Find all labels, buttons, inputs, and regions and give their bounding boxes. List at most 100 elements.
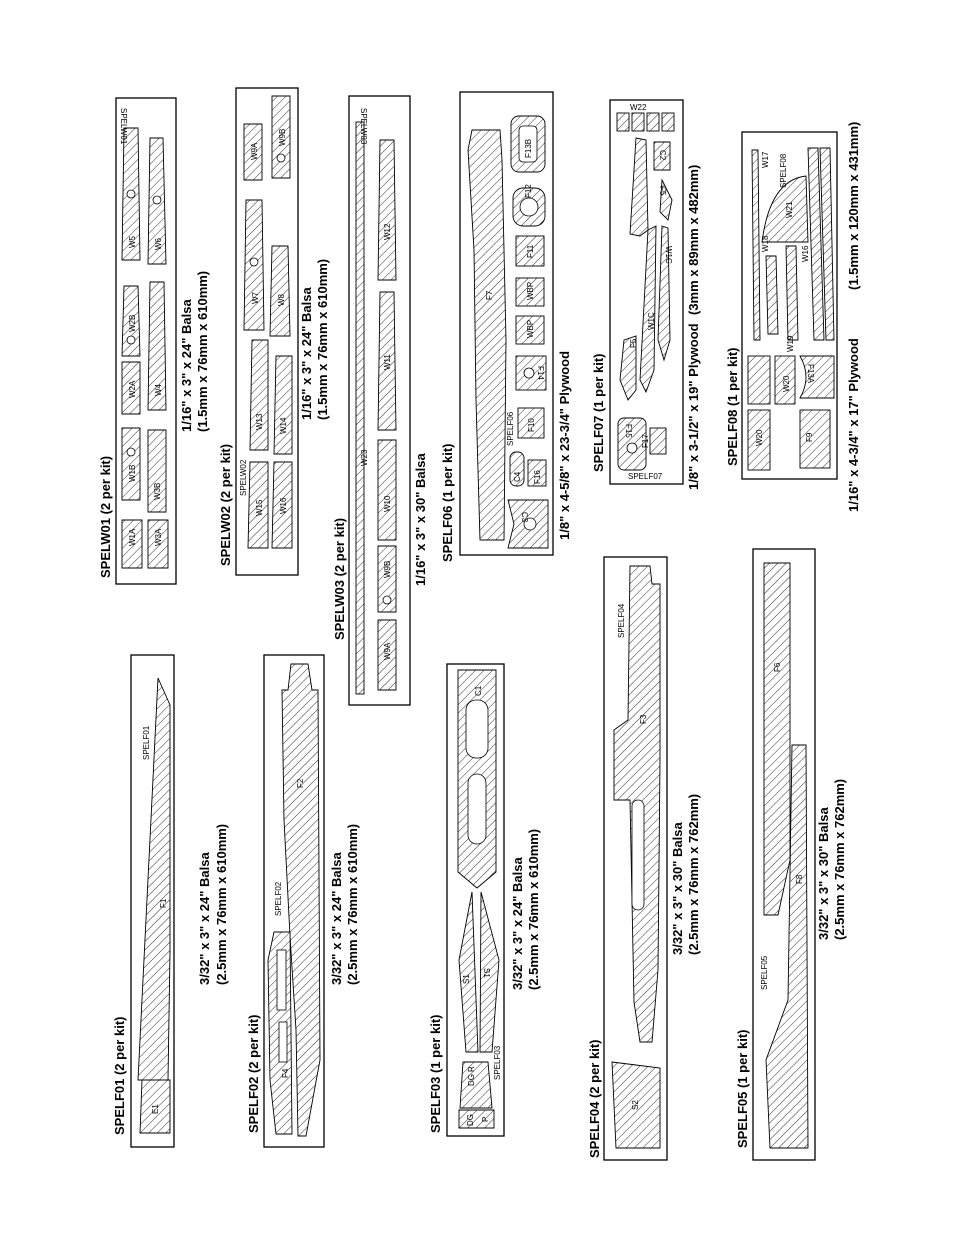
part-label-f5-bottom: F5: [629, 338, 638, 348]
part-label-f13a: F13A: [806, 364, 815, 384]
sheet-spelf03-stamp: SPELF03: [493, 1045, 502, 1080]
part-label-w1a: W1A: [128, 528, 137, 546]
part-label-s1-b: S1: [482, 968, 491, 978]
part-label-w9b: W9B: [383, 561, 392, 578]
part-label-w15: W15: [255, 499, 264, 516]
part-label-w6: W6: [154, 237, 163, 250]
part-e1: [139, 1079, 171, 1134]
part-f10: [517, 407, 545, 439]
part-f4-slot-lower: [278, 1021, 288, 1063]
part-label-w11: W11: [383, 354, 392, 370]
sheet-spelw02-metric: (1.5mm x 76mm x 610mm): [315, 259, 330, 420]
part-label-dg-2: DG: [466, 1114, 475, 1126]
part-w12: [377, 139, 397, 281]
part-label-s2: S2: [631, 1100, 640, 1110]
part-w7-hole: [249, 257, 259, 267]
part-c3-hole: [523, 517, 537, 531]
part-f5-tip: [659, 178, 673, 221]
part-f5-top: [629, 137, 649, 237]
part-label-dg-1: DG: [467, 1074, 476, 1086]
part-label-w1c-2: W1C: [647, 312, 656, 330]
part-label-f5-top: F5: [658, 186, 667, 196]
sheet-spelf05-spec: 3/32" x 3" x 30" Balsa: [816, 807, 831, 940]
part-w9b: [271, 95, 291, 179]
sheet-spelw01-stamp: SPELW01: [119, 108, 128, 145]
part-label-w1b: W1B: [128, 465, 137, 482]
part-f14-hole: [523, 367, 535, 379]
part-w8: [269, 245, 291, 337]
sheet-spelf08: SPELF08 (1 per kit) 1/16" x 4-3/4" x 17"…: [725, 122, 861, 512]
part-dg-p: [458, 1109, 495, 1129]
part-w3a: [147, 519, 169, 569]
part-label-f8: F8: [795, 874, 804, 884]
sheet-spelf05-label: SPELF05 (1 per kit): [735, 1030, 750, 1148]
sheet-spelf03-spec: 3/32" x 3" x 24" Balsa: [510, 857, 525, 990]
sheet-spelf03-metric: (2.5mm x 76mm x 610mm): [526, 829, 541, 990]
part-w14: [273, 355, 293, 455]
part-label-w19: W19: [786, 335, 795, 352]
sheet-spelf04-spec: 3/32" x 3" x 30" Balsa: [670, 822, 685, 955]
part-w6-hole: [152, 195, 162, 205]
sheet-spelf01-spec: 3/32" x 3" x 24" Balsa: [197, 852, 212, 985]
sheet-spelf05: SPELF05 (1 per kit) 3/32" x 3" x 30" Bal…: [735, 548, 847, 1161]
sheet-spelf01: SPELF01 (2 per kit) 3/32" x 3" x 24" Bal…: [112, 654, 229, 1148]
part-label-p: P: [481, 1117, 490, 1122]
sheet-spelf06-spec: 1/8" x 4-5/8" x 23-3/4" Plywood: [557, 351, 572, 540]
part-label-w1c-1: W1C: [664, 246, 673, 264]
part-label-w16: W16: [279, 497, 288, 514]
sheet-spelf06-label: SPELF06 (1 per kit): [440, 444, 455, 562]
part-label-w20-1: W20: [782, 375, 791, 392]
sheet-spelf05-stamp: SPELF05: [760, 955, 769, 990]
sheet-spelw03-spec: 1/16" x 3" x 30" Balsa: [413, 453, 428, 586]
part-s1-a: [458, 891, 479, 1053]
part-label-w22: W22: [630, 103, 647, 112]
part-w1b-hole: [126, 447, 136, 457]
part-f15-hole: [626, 442, 638, 454]
sheet-spelw02-spec: 1/16" x 3" x 24" Balsa: [299, 287, 314, 420]
sheet-spelf08-label: SPELF08 (1 per kit): [725, 348, 740, 466]
part-label-w10: W10: [383, 495, 392, 512]
part-label-f7: F7: [485, 290, 494, 300]
part-label-f1: F1: [159, 898, 168, 908]
part-label-wbp-2: WBP: [526, 320, 535, 338]
part-f17: [649, 427, 667, 455]
sheet-spelf04: SPELF04 (2 per kit) 3/32" x 3" x 30" Bal…: [587, 556, 701, 1161]
part-s2: [611, 1061, 661, 1149]
part-f5-bottom: [619, 335, 637, 401]
part-w20-3: [774, 355, 796, 405]
part-f4-slot: [276, 949, 287, 1011]
part-label-w17: W17: [761, 151, 770, 168]
part-label-w23: W23: [360, 449, 369, 466]
part-w9a: [243, 123, 263, 181]
part-label-w9a: W9A: [250, 142, 259, 160]
part-label-w2a: W2A: [128, 380, 137, 398]
part-f8: [765, 744, 809, 1149]
part-w4: [147, 281, 167, 411]
part-f3-slot: [631, 799, 645, 911]
sheet-spelf02-label: SPELF02 (2 per kit): [246, 1015, 261, 1133]
sheet-spelf08-stamp: SPELF08: [779, 153, 788, 188]
sheet-spelf02-metric: (2.5mm x 76mm x 610mm): [345, 824, 360, 985]
sheet-spelw02: SPELW02 (2 per kit) 1/16" x 3" x 24" Bal…: [218, 87, 330, 576]
sheet-spelf02: SPELF02 (2 per kit) 3/32" x 3" x 24" Bal…: [246, 654, 360, 1148]
sheet-spelw01-label: SPELW01 (2 per kit): [98, 456, 113, 578]
part-w9b: [377, 545, 397, 613]
part-label-w14: W14: [279, 417, 288, 434]
sheet-spelw02-label: SPELW02 (2 per kit): [218, 444, 233, 566]
sheet-spelf03-label: SPELF03 (1 per kit): [428, 1015, 443, 1133]
part-w17: [751, 149, 761, 341]
sheet-spelf01-stamp: SPELF01: [142, 725, 151, 760]
part-label-r: R: [467, 1066, 476, 1072]
part-f16: [527, 459, 547, 487]
part-wbp-1: [515, 277, 545, 307]
sheet-spelf08-spec: 1/16" x 4-3/4" x 17" Plywood: [846, 338, 861, 512]
part-w2a: [121, 361, 141, 415]
part-dg-r: [459, 1061, 493, 1109]
part-w1c-2: [657, 225, 671, 362]
part-label-c1: C1: [474, 685, 483, 696]
part-f12-hole: [519, 197, 539, 217]
part-w1b: [121, 427, 141, 501]
part-label-w3a: W3A: [154, 528, 163, 546]
part-label-w7: W7: [251, 291, 260, 304]
